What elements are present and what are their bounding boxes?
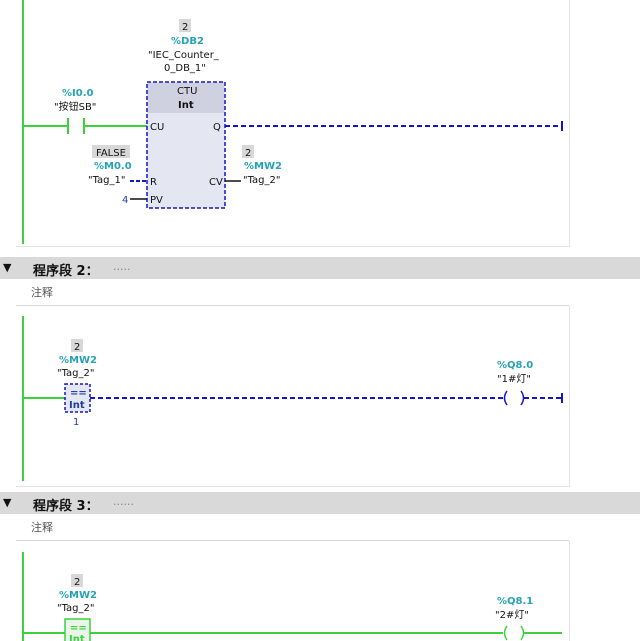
- segment-2-title: 程序段 2：: [33, 264, 99, 279]
- cmp-badge-bg: [71, 339, 83, 352]
- cmp3-badge: 2: [74, 577, 80, 588]
- block-type: CTU: [177, 86, 197, 97]
- coil-2-address[interactable]: %Q8.1: [497, 596, 533, 607]
- pin-q: Q: [213, 122, 221, 133]
- cmp-block[interactable]: [64, 383, 91, 413]
- ctu-header-bg: [148, 83, 224, 113]
- block-dtype[interactable]: Int: [178, 100, 194, 111]
- r-value: FALSE: [96, 148, 126, 159]
- coil-2-tag[interactable]: "2#灯": [495, 609, 529, 621]
- pin-cu: CU: [150, 122, 164, 133]
- pin-pv: PV: [150, 195, 163, 206]
- coil-2-icon[interactable]: [503, 625, 525, 641]
- cmp-operator: ==: [70, 388, 87, 399]
- segment-2-header[interactable]: ▼ 程序段 2： .....: [0, 257, 640, 279]
- db-address[interactable]: %DB2: [171, 36, 204, 47]
- segment-3-header[interactable]: ▼ 程序段 3： ......: [0, 492, 640, 514]
- coil-1-address[interactable]: %Q8.0: [497, 360, 533, 371]
- cmp-type[interactable]: Int: [69, 400, 85, 411]
- network-2-area: [16, 306, 570, 487]
- db-name-line1[interactable]: "IEC_Counter_: [148, 50, 220, 61]
- r-address[interactable]: %M0.0: [94, 161, 132, 172]
- segment-3-comment[interactable]: 注释: [16, 514, 569, 541]
- pin-r: R: [150, 177, 157, 188]
- input-address[interactable]: %I0.0: [62, 88, 93, 99]
- cmp3-type[interactable]: Int: [69, 634, 85, 641]
- cmp-value[interactable]: 1: [73, 417, 79, 428]
- cmp-address[interactable]: %MW2: [59, 355, 97, 366]
- r-tag[interactable]: "Tag_1": [88, 175, 126, 186]
- r-value-bg: [92, 145, 130, 158]
- db-badge: 2: [182, 22, 188, 33]
- segment-3-comment-text: 注释: [31, 521, 53, 534]
- cmp3-operator: ==: [70, 623, 87, 634]
- segment-2-comment[interactable]: 注释: [16, 279, 569, 306]
- collapse-triangle-icon[interactable]: ▼: [3, 261, 12, 274]
- cv-address[interactable]: %MW2: [244, 161, 282, 172]
- cmp-tag[interactable]: "Tag_2": [57, 368, 95, 379]
- coil-1-icon[interactable]: [503, 390, 525, 406]
- cmp3-badge-bg: [71, 574, 83, 587]
- network-3-area: [16, 541, 570, 641]
- network-1-area: [16, 0, 570, 247]
- pin-cv: CV: [209, 177, 223, 188]
- segment-2-comment-text: 注释: [31, 286, 53, 299]
- db-name-line2[interactable]: 0_DB_1": [164, 63, 206, 74]
- cmp3-block[interactable]: [64, 618, 91, 641]
- segment-2-title-placeholder[interactable]: .....: [113, 260, 131, 273]
- cmp3-address[interactable]: %MW2: [59, 590, 97, 601]
- collapse-triangle-icon[interactable]: ▼: [3, 496, 12, 509]
- segment-3-title-placeholder[interactable]: ......: [113, 495, 134, 508]
- cmp3-tag[interactable]: "Tag_2": [57, 603, 95, 614]
- cv-badge-bg: [242, 145, 254, 158]
- cv-tag[interactable]: "Tag_2": [243, 175, 281, 186]
- cv-badge: 2: [245, 148, 251, 159]
- input-tag[interactable]: "按钮SB": [54, 100, 96, 113]
- segment-3-title: 程序段 3：: [33, 499, 99, 514]
- coil-1-tag[interactable]: "1#灯": [497, 373, 531, 385]
- pv-value[interactable]: 4: [122, 195, 128, 206]
- cmp-badge: 2: [74, 342, 80, 353]
- db-badge-bg: [179, 19, 191, 32]
